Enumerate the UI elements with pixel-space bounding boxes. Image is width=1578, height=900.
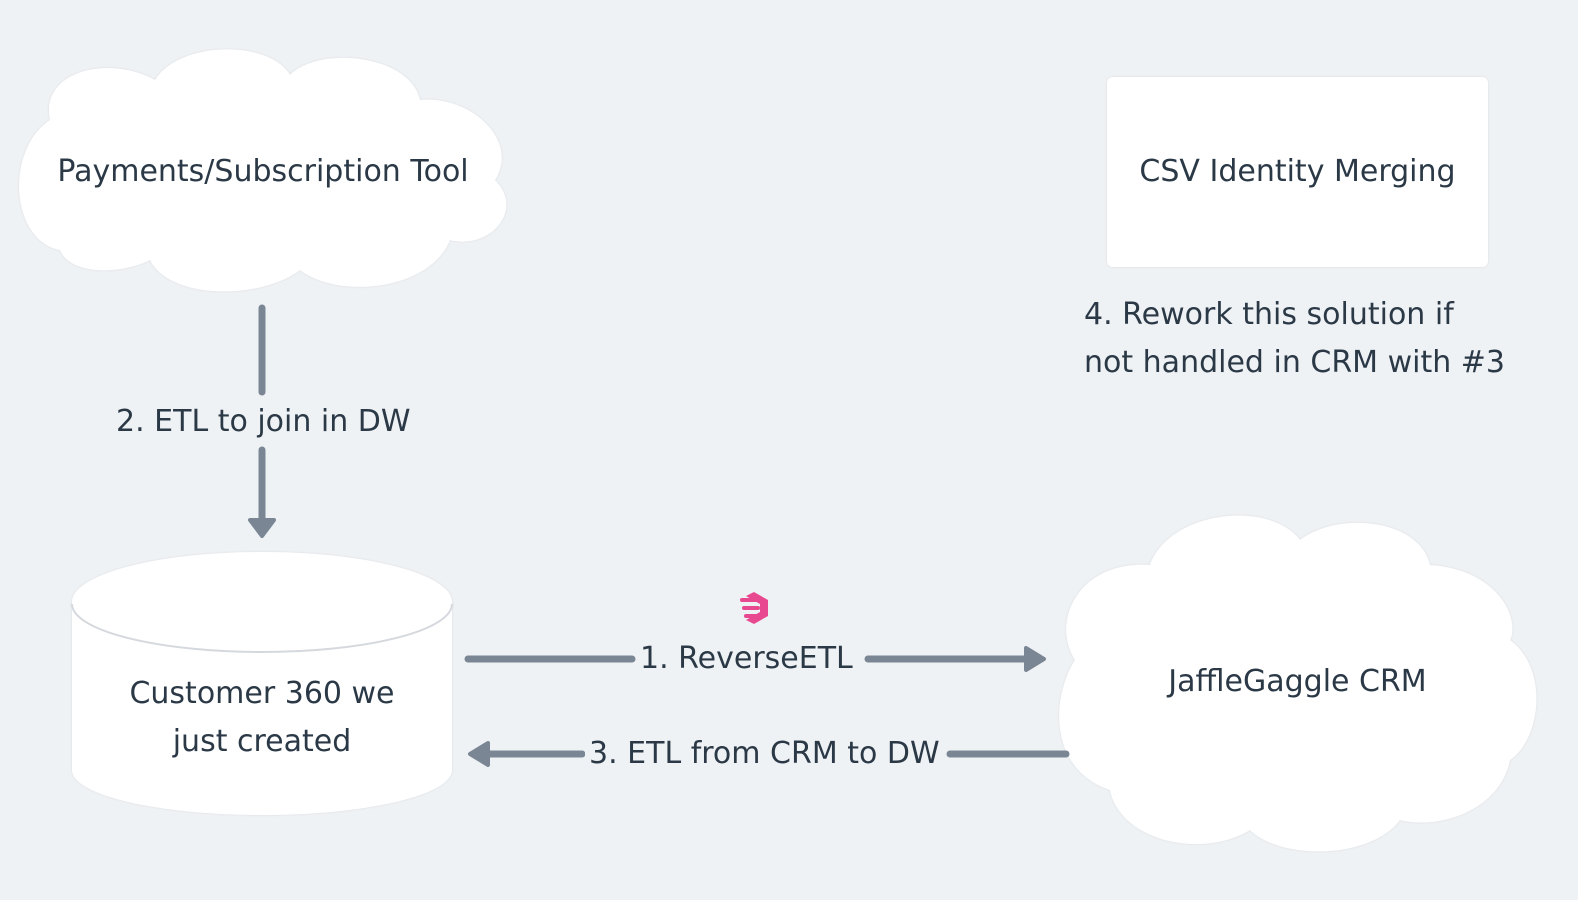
reverse-etl-arrow — [464, 646, 1046, 672]
etl-from-crm-label: 3. ETL from CRM to DW — [585, 730, 944, 778]
customer-360-label-line1: Customer 360 we — [129, 676, 395, 711]
etl-join-arrow — [248, 304, 276, 538]
crm-label: JaffleGaggle CRM — [1168, 664, 1427, 699]
crm-cloud[interactable] — [1059, 515, 1537, 852]
rework-note-line1: 4. Rework this solution if — [1080, 291, 1458, 339]
hightouch-logo-icon — [740, 592, 768, 624]
csv-identity-merging-label: CSV Identity Merging — [1139, 154, 1456, 189]
customer-360-label-line2: just created — [172, 724, 352, 759]
etl-from-crm-arrow — [468, 741, 1070, 767]
payments-tool-cloud[interactable] — [19, 49, 507, 292]
reverse-etl-label: 1. ReverseETL — [636, 635, 857, 683]
customer-360-cylinder[interactable] — [71, 552, 453, 815]
rework-note-line2: not handled in CRM with #3 — [1080, 339, 1509, 387]
etl-join-label: 2. ETL to join in DW — [112, 398, 415, 446]
payments-tool-label: Payments/Subscription Tool — [57, 154, 469, 189]
csv-identity-merging-box[interactable] — [1107, 77, 1488, 267]
